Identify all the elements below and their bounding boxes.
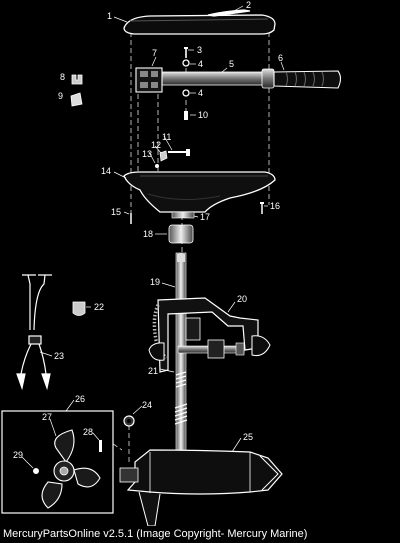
callout-4b: 4 [198,88,203,98]
part-tiller-tube[interactable] [159,71,273,86]
part-bolt-11[interactable] [168,149,190,156]
callout-13: 13 [142,149,152,159]
part-nut[interactable] [123,415,135,427]
part-clamp-spring[interactable] [175,371,187,388]
callout-8: 8 [60,72,65,82]
part-bushing[interactable] [168,224,194,244]
part-knob[interactable] [70,92,83,107]
part-propeller-assembled [119,467,139,483]
part-clip[interactable] [71,74,83,85]
callout-27: 27 [42,412,52,422]
callout-12: 12 [151,140,161,150]
part-bracket-12[interactable] [159,150,168,162]
part-shaft-coil [174,403,188,425]
copyright-footer: MercuryPartsOnline v2.5.1 (Image Copyrig… [0,526,400,543]
callout-leader-lines [21,5,285,469]
part-tiller-grip[interactable] [273,70,342,89]
callout-14: 14 [101,166,111,176]
part-screw-16[interactable] [260,202,264,214]
part-decal[interactable] [207,9,251,17]
callout-21: 21 [148,366,158,376]
callout-6: 6 [278,53,283,63]
part-washer-lower[interactable] [182,89,190,97]
callout-3: 3 [197,45,202,55]
callout-17: 17 [200,212,210,222]
callout-29: 29 [13,450,23,460]
callout-numbers: 1 2 3 4 4 5 6 7 8 9 10 11 12 13 14 15 16… [13,0,283,460]
callout-23: 23 [54,351,64,361]
part-mount-bracket[interactable] [148,297,271,373]
part-top-cover[interactable] [123,14,276,35]
part-screw-13[interactable] [155,164,159,168]
callout-1: 1 [107,11,112,21]
callout-2: 2 [246,0,251,10]
callout-25: 25 [243,432,253,442]
callout-18: 18 [143,229,153,239]
callout-10: 10 [198,110,208,120]
callout-24: 24 [142,400,152,410]
callout-20: 20 [237,294,247,304]
callout-15: 15 [111,207,121,217]
part-propeller[interactable] [41,429,101,509]
part-speed-switch[interactable] [135,67,163,93]
exploded-parts-diagram: 1 2 3 4 4 5 6 7 8 9 10 11 12 13 14 15 16… [1,0,342,526]
part-head-housing[interactable] [123,171,276,213]
callout-26: 26 [75,394,85,404]
part-collar[interactable] [171,211,195,219]
callout-11: 11 [162,132,171,142]
callout-4a: 4 [198,59,203,69]
part-pin[interactable] [184,111,188,120]
part-screw-3[interactable] [184,47,188,58]
part-washer-upper[interactable] [182,59,190,67]
callout-5: 5 [229,59,234,69]
callout-28: 28 [83,427,93,437]
callout-19: 19 [150,277,160,287]
part-cap[interactable] [72,301,86,316]
part-battery-cable[interactable] [16,274,52,391]
part-shear-pin[interactable] [99,440,102,452]
part-prop-nut[interactable] [33,468,39,474]
part-lower-unit[interactable] [126,449,283,526]
callout-7: 7 [152,48,157,58]
callout-16: 16 [270,201,280,211]
callout-9: 9 [58,91,63,101]
callout-22: 22 [94,302,104,312]
